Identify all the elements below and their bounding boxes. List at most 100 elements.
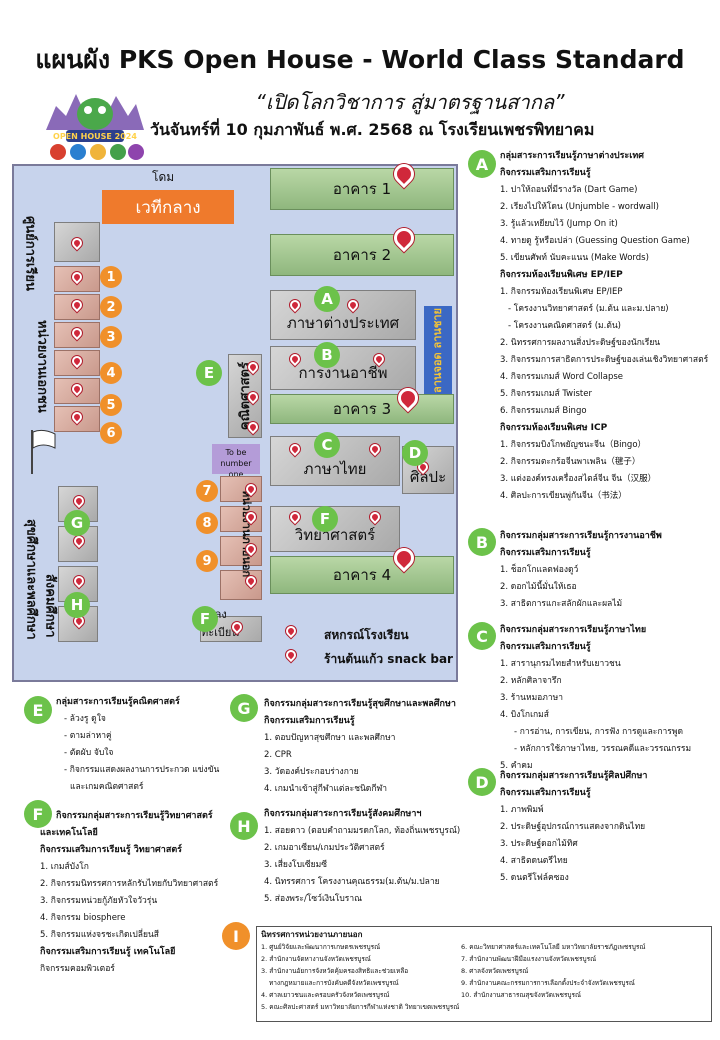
list-item: 6. กิจกรรมเกมส์ Bingo (500, 406, 587, 416)
zone-badge-5[interactable]: 5 (100, 394, 122, 416)
zone-badge-3[interactable]: 3 (100, 326, 122, 348)
legend-a-sub2: กิจกรรมห้องเรียนพิเศษ EP/IEP (500, 270, 623, 280)
list-item: - กิจกรรมแสดงผลงานการประกวด แข่งขัน (64, 765, 220, 775)
small-pin-icon (283, 647, 299, 663)
zone-science-label: วิทยาศาสตร์ (294, 526, 376, 544)
zone-thai-label: ภาษาไทย (303, 460, 367, 478)
zone-badge-f2[interactable]: F (192, 606, 218, 632)
zone-badge-4[interactable]: 4 (100, 362, 122, 384)
list-item: 3. แต่งองค์ทรงเครื่องสไตล์จีน จีน（汉服） (500, 474, 657, 484)
list-item: - ตัดผับ จับใจ (64, 748, 114, 758)
left-bottom-label: สุขศึกษาและพลศึกษา (16, 484, 46, 674)
legend-d: กิจกรรมกลุ่มสาระการเรียนรู้ศิลปศึกษา กิจ… (500, 768, 718, 887)
zone-badge-a[interactable]: A (314, 286, 340, 312)
list-item: 5. ดนตรีโฟล์คซอง (500, 873, 569, 883)
open-house-logo: OPEN HOUSE 2024 (36, 86, 154, 162)
list-item: 8. ศาลจังหวัดเพชรบูรณ์ (461, 967, 529, 975)
coop-label: สหกรณ์โรงเรียน (324, 628, 409, 642)
zone-badge-8[interactable]: 8 (196, 512, 218, 534)
list-item: 4. ศิลปะการเขียนพู่กันจีน（书法） (500, 491, 627, 501)
legend-b: กิจกรรมกลุ่มสาระการเรียนรู้การงานอาชีพ ก… (500, 528, 718, 613)
zone-career-label: การงานอาชีพ (298, 364, 388, 382)
dome-label: โดม (152, 170, 175, 184)
zone-badge-f[interactable]: F (312, 506, 338, 532)
page-title: แผนผัง PKS Open House - World Class Stan… (35, 45, 685, 74)
list-item: 1. เกมส์บังโก (40, 862, 89, 872)
zone-badge-6[interactable]: 6 (100, 422, 122, 444)
list-item: 6. คณะวิทยาศาสตร์และเทคโนโลยี มหาวิทยาลั… (461, 943, 646, 951)
building-2-label: อาคาร 2 (332, 246, 392, 264)
building-3: อาคาร 3 (270, 394, 454, 424)
legend-c-sub1: กิจกรรมเสริมการเรียนรู้ (500, 642, 591, 652)
learning-center-label: ศูนย์การเรียน (22, 215, 38, 291)
zone-badge-1[interactable]: 1 (100, 266, 122, 288)
list-item: 4. ทายดู รู้หรือเปล่า (Guessing Question… (500, 236, 690, 246)
building-1-label: อาคาร 1 (332, 180, 392, 198)
health-pe-label: สุขศึกษาและพลศึกษา (23, 518, 39, 640)
list-item: 3. ประดิษฐ์ดอกไม้ทิศ (500, 839, 578, 849)
legend-badge-f: F (24, 800, 52, 828)
list-item: 2. ประดิษฐ์อุปกรณ์การแสดงจากดินไทย (500, 822, 646, 832)
logo-text: OPEN HOUSE 2024 (53, 132, 137, 141)
legend-i-box: นิทรรศการหน่วยงานภายนอก 1. ศูนย์วิจัยและ… (256, 926, 712, 1022)
to-be-number-one-sign: To be number one (212, 444, 260, 479)
legend-a-sub3: กิจกรรมห้องเรียนพิเศษ ICP (500, 423, 608, 433)
small-pin-icon (283, 623, 299, 639)
list-item: - ล้วงรู ดูใจ (64, 714, 106, 724)
zone-foreign-language: ภาษาต่างประเทศ (270, 290, 416, 340)
list-item: 1. ช็อกโกแลตฟองดูว์ (500, 565, 579, 575)
list-item: 1. กิจกรรมห้องเรียนพิเศษ EP/IEP (500, 287, 623, 297)
list-item: และเกมคณิตศาสตร์ (70, 782, 144, 792)
building-3-label: อาคาร 3 (332, 400, 392, 418)
flag-icon (28, 426, 58, 476)
legend-c-title: กิจกรรมกลุ่มสาระการเรียนรู้ภาษาไทย (500, 625, 647, 635)
list-item: ทางกฎหมายและการบังคับคดีจังหวัดเพชรบูรณ์ (269, 979, 399, 987)
list-item: 5. กิจกรรมแห่งจรชะเกิดเปลี่ยนสี (40, 930, 159, 940)
legend-i-col2: 6. คณะวิทยาศาสตร์และเทคโนโลยี มหาวิทยาลั… (461, 941, 707, 1013)
list-item: 10. สำนักงานสาธารณสุขจังหวัดเพชรบูรณ์ (461, 991, 582, 999)
left-cell-6 (54, 406, 100, 432)
list-item: 4. สาธิตดนตรีไทย (500, 856, 568, 866)
zone-badge-b[interactable]: B (314, 342, 340, 368)
list-item: 2. เรียงไปให้โดน (Unjumble - wordwall) (500, 202, 659, 212)
legend-a: กลุ่มสาระการเรียนรู้ภาษาต่างประเทศ กิจกร… (500, 148, 718, 505)
page-subtitle: “เปิดโลกวิชาการ สู่มาตรฐานสากล” (255, 90, 565, 114)
external-agency-label: หน่วยงานภายนอก (240, 490, 253, 578)
list-item: 1. ปาให้ถอนที่มีรางวัล (Dart Game) (500, 185, 638, 195)
list-item: 2. CPR (264, 750, 292, 760)
zone-badge-g[interactable]: G (64, 510, 90, 536)
list-item: 2. ดอกไม้นี้มั่นให้เธอ (500, 582, 577, 592)
legend-d-title: กิจกรรมกลุ่มสาระการเรียนรู้ศิลปศึกษา (500, 771, 648, 781)
legend-i-title: นิทรรศการหน่วยงานภายนอก (261, 930, 363, 939)
list-item: - โครงงานวิทยาศาสตร์ (ม.ต้น และม.ปลาย) (508, 304, 669, 314)
snackbar-label: ร้านต้นแก้ว snack bar (324, 652, 453, 666)
legend-f-sub2: กิจกรรมเสริมการเรียนรู้ เทคโนโลยี (40, 947, 176, 957)
zone-badge-h[interactable]: H (64, 592, 90, 618)
zone-art: ศิลปะ (402, 446, 454, 494)
legend-c: กิจกรรมกลุ่มสาระการเรียนรู้ภาษาไทย กิจกร… (500, 622, 718, 775)
legend-h-title: กิจกรรมกลุ่มสาระการเรียนรู้สังคมศึกษาฯ (264, 809, 422, 819)
zone-badge-e[interactable]: E (196, 360, 222, 386)
zone-badge-9[interactable]: 9 (196, 550, 218, 572)
legend-b-sub1: กิจกรรมเสริมการเรียนรู้ (500, 548, 591, 558)
legend-f-title: กิจกรรมกลุ่มสาระการเรียนรู้วิทยาศาสตร์ (56, 811, 213, 821)
list-item: - หลักการใช้ภาษาไทย, วรรณคดีและวรรณกรรม (514, 744, 692, 754)
legend-d-sub1: กิจกรรมเสริมการเรียนรู้ (500, 788, 591, 798)
list-item: 1. ศูนย์วิจัยและพัฒนาการเกษตรเพชรบูรณ์ (261, 943, 381, 951)
list-item: - การอ่าน, การเขียน, การฟัง การดูและการพ… (514, 727, 683, 737)
left-cell-1 (54, 266, 100, 292)
zone-badge-2[interactable]: 2 (100, 296, 122, 318)
list-item: 4. ศาลเยาวชนและครอบครัวจังหวัดเพชรบูรณ์ (261, 991, 390, 999)
zone-career: การงานอาชีพ (270, 346, 416, 390)
list-item: 3. ร้านหมอภาษา (500, 693, 564, 703)
legend-f-title2: และเทคโนโลยี (40, 828, 98, 838)
list-item: - โครงงานคณิตศาสตร์ (ม.ต้น) (508, 321, 621, 331)
legend-h: กิจกรรมกลุ่มสาระการเรียนรู้สังคมศึกษาฯ 1… (264, 806, 464, 908)
list-item: 1. สอยดาว (ตอบคำถามมรดกโลก, ท้องถิ่นเพชร… (264, 826, 461, 836)
legend-badge-g: G (230, 694, 258, 722)
zone-badge-d[interactable]: D (402, 440, 428, 466)
event-dateline: วันจันทร์ที่ 10 กุมภาพันธ์ พ.ศ. 2568 ณ โ… (150, 120, 595, 139)
zone-badge-7[interactable]: 7 (196, 480, 218, 502)
zone-badge-c[interactable]: C (314, 432, 340, 458)
list-item: 7. สำนักงานพัฒนาฝีมือแรงงานจังหวัดเพชรบู… (461, 955, 597, 963)
